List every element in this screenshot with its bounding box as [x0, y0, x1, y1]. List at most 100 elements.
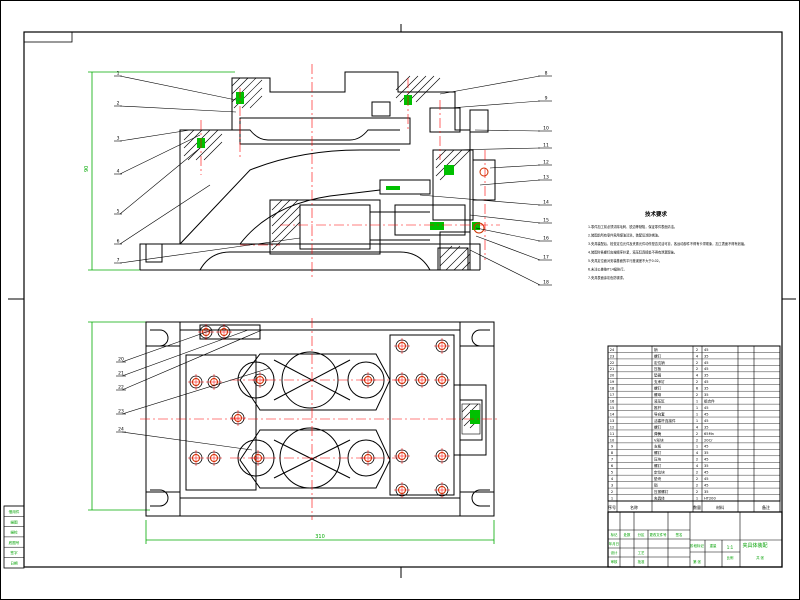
balloon-label: 15: [543, 218, 549, 224]
technical-notes: 技术要求 1.零件加工前必须清除毛刺、锐边等缺陷，保证零件表面清洁。2.装配前所…: [588, 210, 747, 280]
title-block-label: 阶段标记: [690, 543, 704, 548]
bom-name: 螺钉: [654, 353, 662, 358]
bom-no: 24: [610, 348, 615, 352]
bom-name: 定位销: [654, 360, 665, 365]
balloon-label: 6: [117, 239, 120, 245]
bom-material: 45: [704, 458, 709, 462]
bom-no: 16: [610, 400, 615, 404]
note-line: 5.夹具定位面对安装基面的平行度误差不大于0.02。: [588, 258, 662, 263]
bom-material: 45: [704, 348, 709, 352]
zone-markers: [8, 24, 796, 578]
bom-no: 6: [611, 464, 614, 468]
bom-name: 定位块: [654, 470, 665, 475]
width-dimension: [88, 321, 495, 544]
bom-name: 活塞杆连接件: [654, 418, 676, 423]
balloon-label: 7: [117, 258, 120, 264]
bom-material: 45: [704, 406, 709, 410]
leaders-left: [119, 75, 301, 264]
bom-material: 35: [704, 387, 709, 391]
note-line: 2.装配前所有零件需用煤油清洗，装配后涂防锈油。: [588, 233, 661, 238]
bom-header-material: 材料: [716, 504, 724, 510]
bom-material: 35: [704, 464, 709, 468]
bom-material: 45: [704, 477, 709, 481]
note-line: 6.未注公差按IT14级执行。: [588, 267, 627, 272]
notes-heading: 技术要求: [645, 210, 668, 218]
balloon-label: 10: [543, 126, 549, 132]
bom-material: 45: [704, 445, 709, 449]
title-block-label: 分区: [638, 532, 645, 537]
bom-header-remark: 备注: [762, 504, 770, 510]
title-block-label: 重量: [710, 543, 717, 548]
bom-name: 销: [654, 347, 658, 352]
bom-name: 导向套: [654, 411, 665, 416]
centerlines-section: [200, 64, 500, 280]
title-block-label: 年月日: [609, 541, 619, 546]
note-line: 7.夹具表面涂灰色防锈漆。: [588, 275, 626, 280]
bolt-hole: [188, 374, 204, 390]
balloon-label: 14: [543, 200, 549, 206]
bom-no: 14: [610, 412, 615, 416]
bom-no: 18: [610, 387, 615, 391]
bom-no: 20: [610, 374, 615, 378]
bom-name: 推杆: [654, 405, 662, 410]
balloon-label: 22: [118, 385, 124, 391]
bom-qty: 2: [696, 367, 698, 371]
balloon-label: 24: [118, 427, 124, 433]
leaders-plan: [121, 329, 271, 451]
balloon-label: 1: [117, 71, 120, 77]
bom-material: 45: [704, 367, 709, 371]
title-block-label: 工艺: [638, 550, 645, 555]
bom-qty: 2: [696, 477, 698, 481]
centerlines-plan: [140, 318, 500, 520]
balloon-label: 18: [543, 280, 549, 286]
drawing-scale: 1:1: [727, 545, 734, 550]
bom-no: 22: [610, 361, 615, 365]
stamp-label: 借用件: [9, 509, 20, 514]
title-block-label: 处数: [624, 532, 631, 537]
bom-qty: 4: [696, 451, 699, 455]
bom-qty: 2: [696, 438, 698, 442]
title-block-label: 第 张: [693, 559, 701, 564]
bom-name: 螺钉: [654, 424, 662, 429]
bom-no: 21: [610, 367, 615, 371]
bolt-hole: [216, 324, 232, 340]
section-view: 90: [84, 64, 500, 280]
bolt-hole: [394, 482, 410, 498]
balloon-label: 11: [543, 143, 549, 149]
bom-no: 15: [610, 406, 615, 410]
bom-no: 7: [611, 458, 613, 462]
title-block-label: 批准: [638, 559, 645, 564]
bom-material: 35: [704, 374, 709, 378]
bom-name: 弹簧: [654, 431, 662, 436]
bom-material: HT200: [704, 496, 716, 500]
bom-row: 21 压板 2 45: [608, 366, 780, 373]
bom-no: 13: [610, 419, 615, 423]
title-block-label: 标记: [611, 532, 618, 537]
bom-name: 支承钉: [654, 379, 665, 384]
bom-material: 45: [704, 361, 709, 365]
bolt-hole: [434, 448, 450, 464]
bom-qty: 1: [696, 400, 698, 404]
bom-qty: 1: [696, 445, 698, 449]
bom-no: 9: [611, 445, 614, 449]
bom-qty: 4: [696, 464, 699, 468]
bom-material: 20Cr: [704, 438, 713, 442]
bom-material: 45: [704, 419, 709, 423]
bom-name: 压板: [654, 366, 662, 371]
bom-header-name: 名称: [630, 504, 638, 510]
bom-name: 垫块: [654, 476, 662, 481]
bom-name: 支板: [654, 444, 662, 449]
bom-qty: 2: [696, 432, 698, 436]
